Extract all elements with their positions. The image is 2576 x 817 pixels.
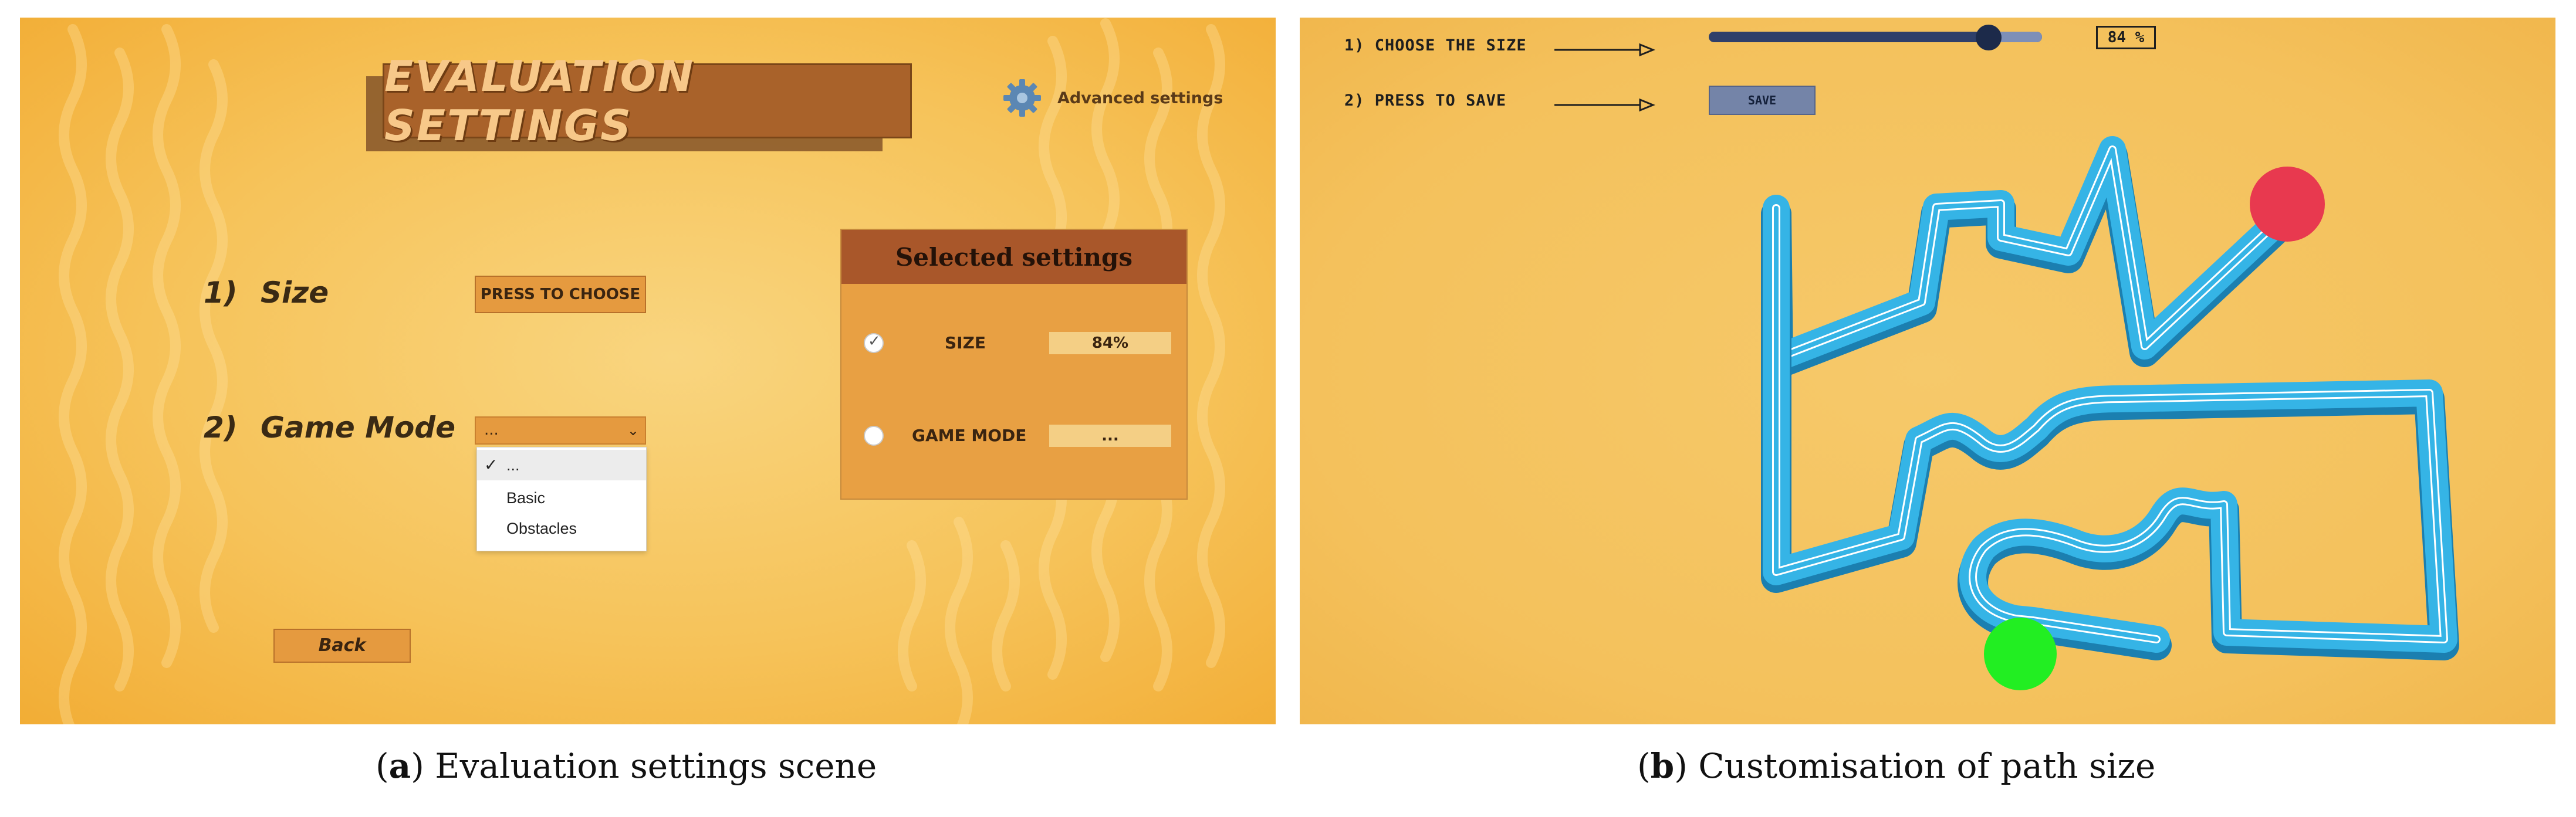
- row-label-size: Size: [261, 276, 329, 310]
- gear-icon: [1003, 79, 1041, 117]
- check-icon: ✓: [484, 456, 498, 474]
- caption-b-letter: b: [1650, 746, 1675, 786]
- dropdown-option-label: Basic: [506, 489, 546, 507]
- dropdown-option[interactable]: Obstacles: [477, 513, 646, 544]
- title-banner: EVALUATION SETTINGS: [383, 52, 912, 150]
- caption-a-text: Evaluation settings scene: [424, 746, 877, 786]
- dropdown-option-label: ...: [506, 456, 520, 474]
- dropdown-option[interactable]: Basic: [477, 483, 646, 513]
- selected-setting-label: GAME MODE: [912, 426, 1027, 445]
- dropdown-option[interactable]: ✓ ...: [477, 450, 646, 480]
- arrow-right-icon: [1554, 43, 1655, 57]
- slider-handle[interactable]: [1976, 25, 2002, 50]
- chevron-down-icon: ⌄: [627, 422, 639, 439]
- selected-settings-title: Selected settings: [841, 230, 1186, 284]
- press-to-choose-button[interactable]: PRESS TO CHOOSE: [475, 276, 646, 313]
- size-readout: 84 %: [2096, 26, 2156, 49]
- game-mode-dropdown: ✓ ... Basic Obstacles: [476, 447, 647, 551]
- caption-b-text: Customisation of path size: [1687, 746, 2156, 786]
- step-choose-size: 1) CHOOSE THE SIZE: [1344, 36, 1527, 55]
- slider-remaining: [1989, 32, 2042, 42]
- row-number-size: 1): [204, 276, 238, 310]
- end-marker: [1984, 618, 2057, 690]
- caption-a-letter: a: [388, 746, 411, 786]
- back-button[interactable]: Back: [273, 629, 411, 663]
- size-slider[interactable]: [1709, 32, 2042, 42]
- game-mode-selected-value: ...: [484, 421, 499, 439]
- selected-setting-game-mode: GAME MODE ...: [841, 419, 1186, 454]
- advanced-settings-label: Advanced settings: [1057, 89, 1223, 107]
- size-radio[interactable]: [864, 333, 884, 353]
- caption-b: (b) Customisation of path size: [1637, 746, 2156, 786]
- start-marker: [2250, 167, 2325, 242]
- page-title: EVALUATION SETTINGS: [384, 52, 695, 150]
- selected-setting-value: 84%: [1049, 332, 1171, 354]
- selected-setting-value: ...: [1049, 425, 1171, 447]
- game-mode-radio[interactable]: [864, 426, 884, 446]
- evaluation-settings-scene: EVALUATION SETTINGS Advanced settings 1)…: [20, 18, 1276, 724]
- path-track: [1761, 136, 2459, 690]
- advanced-settings-button[interactable]: Advanced settings: [1001, 72, 1223, 124]
- caption-a: (a) Evaluation settings scene: [376, 746, 877, 786]
- row-label-game-mode: Game Mode: [261, 411, 456, 445]
- dropdown-option-label: Obstacles: [506, 520, 577, 537]
- selected-settings-panel: Selected settings SIZE 84% GAME MODE ...: [840, 229, 1188, 500]
- arrow-right-icon: [1554, 98, 1655, 112]
- selected-setting-label: SIZE: [945, 333, 986, 352]
- selected-setting-size: SIZE 84%: [841, 326, 1186, 361]
- row-number-game-mode: 2): [204, 411, 238, 445]
- step-press-to-save: 2) PRESS TO SAVE: [1344, 91, 1507, 110]
- path-size-customisation-scene: 1) CHOOSE THE SIZE 2) PRESS TO SAVE 84 %…: [1300, 18, 2555, 724]
- game-mode-select[interactable]: ... ⌄: [475, 416, 646, 445]
- save-button[interactable]: SAVE: [1709, 86, 1816, 115]
